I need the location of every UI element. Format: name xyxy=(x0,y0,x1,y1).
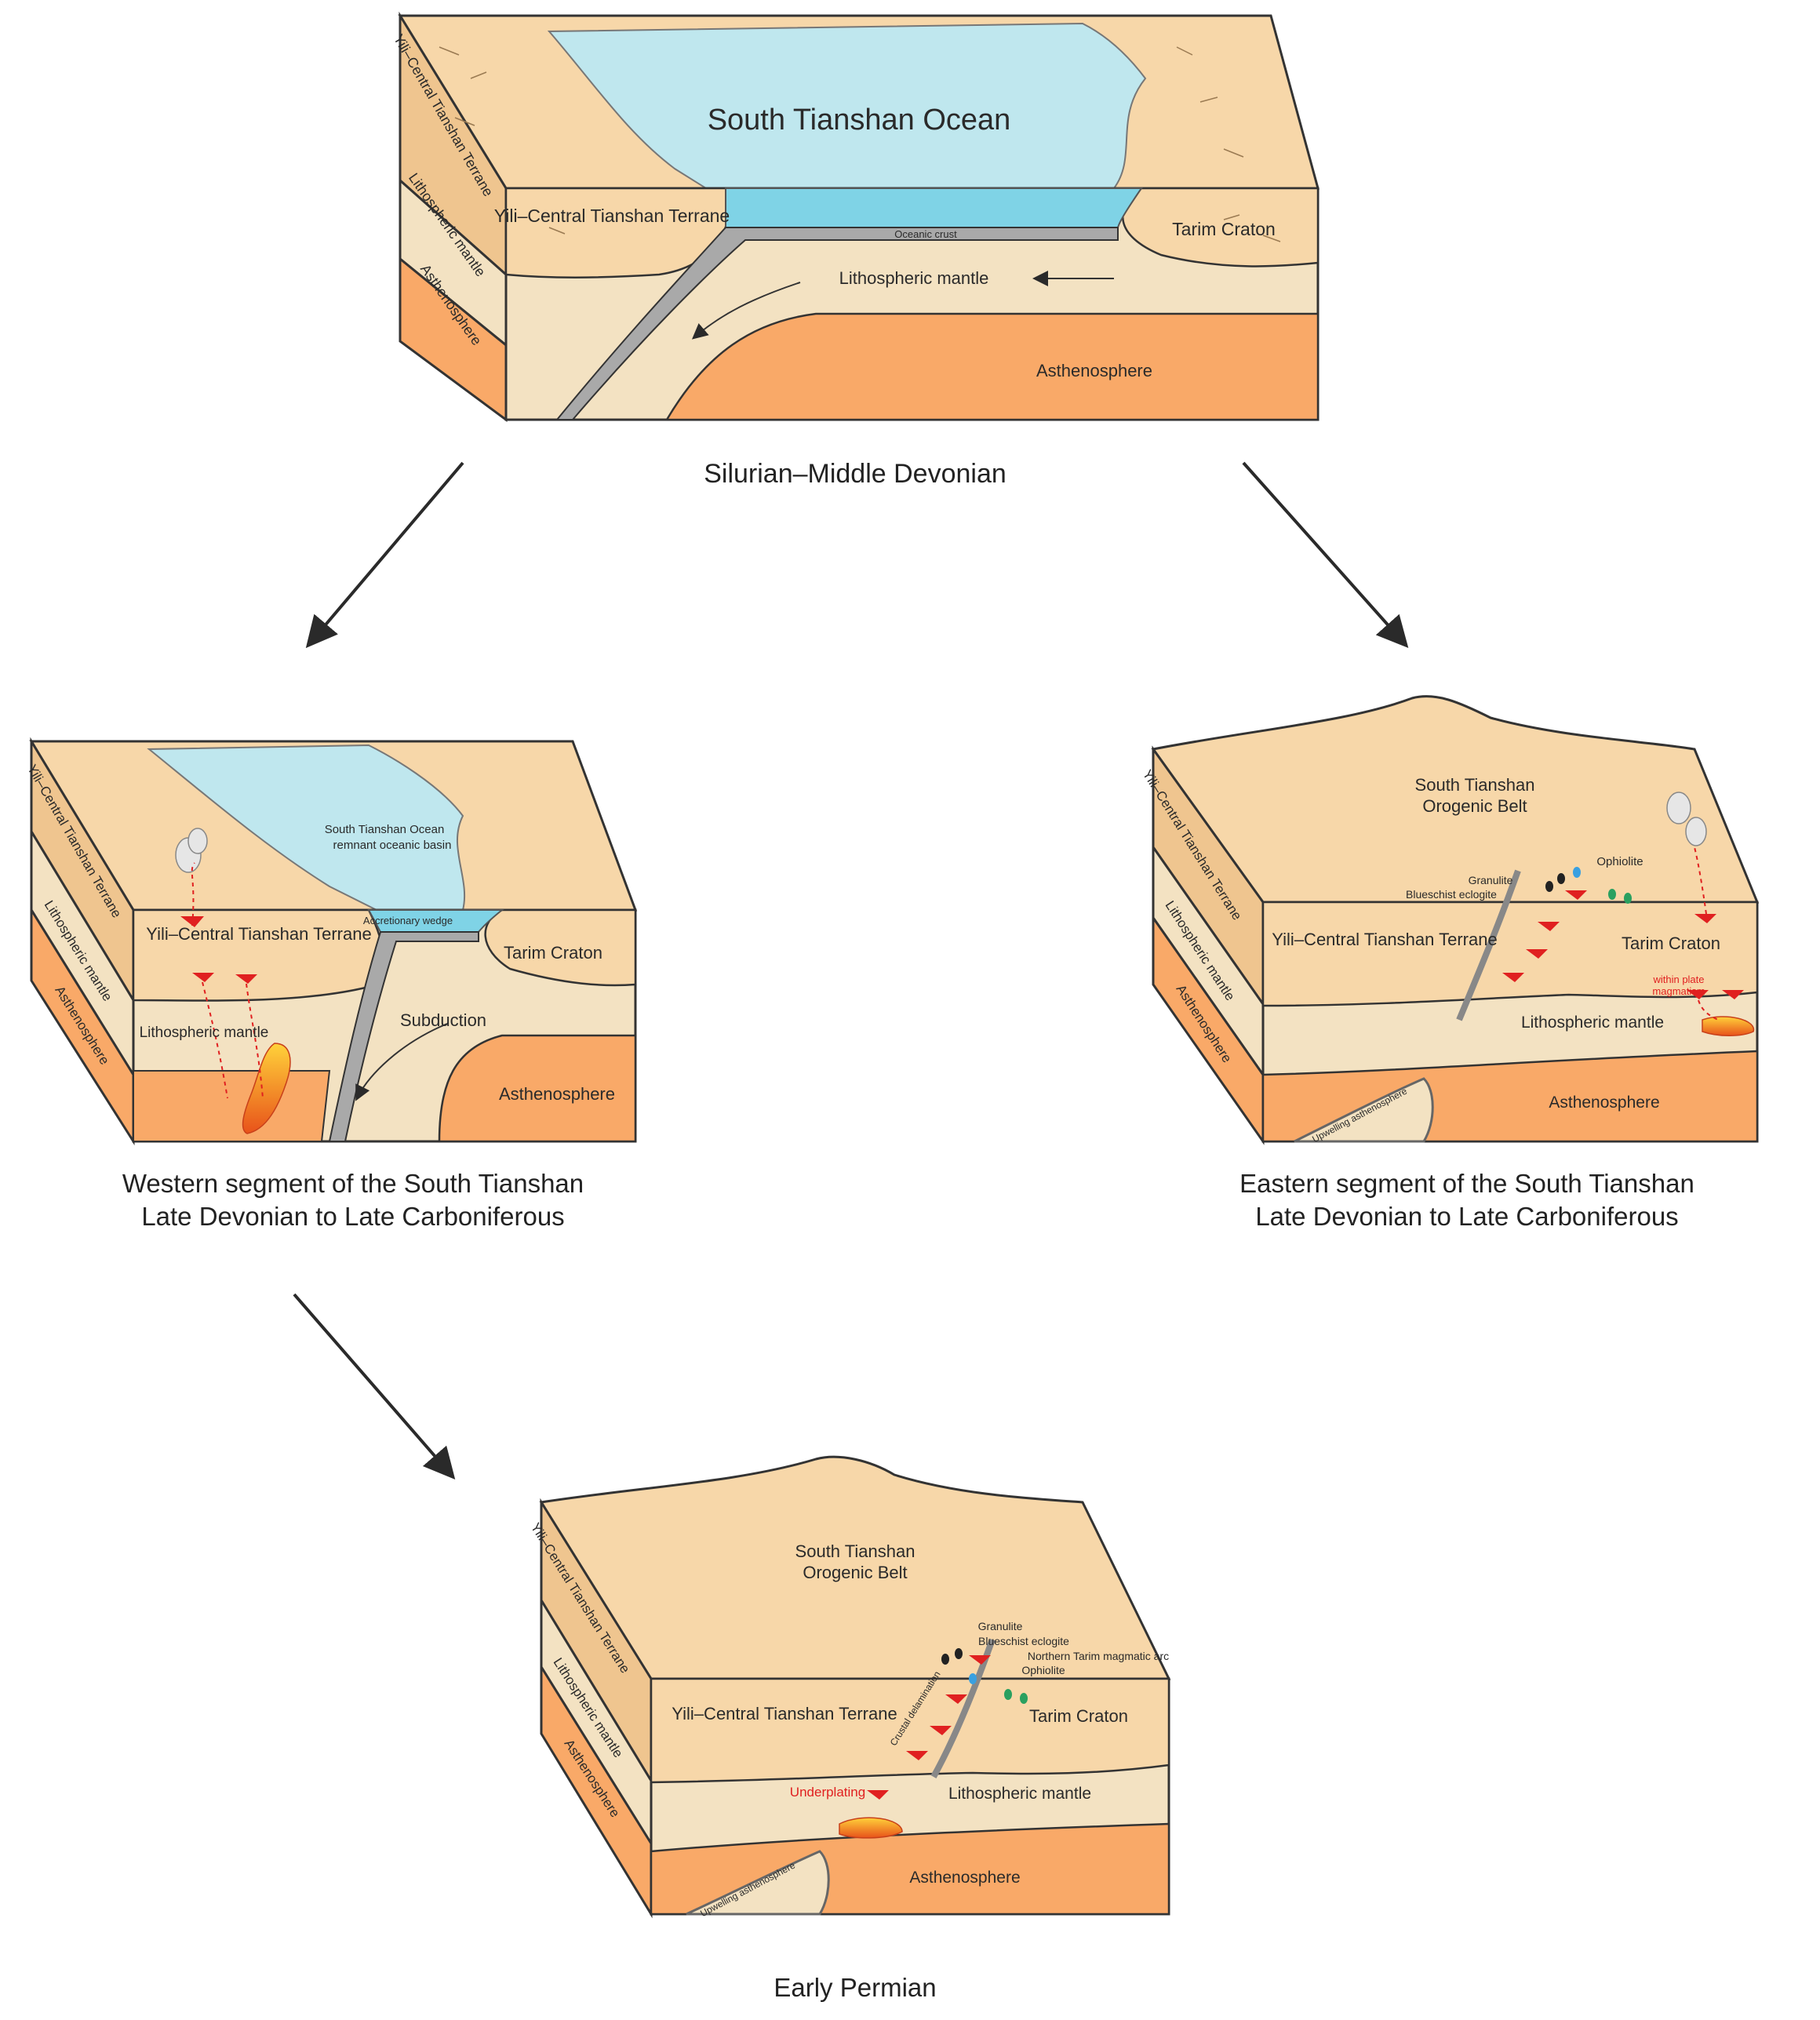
top-astheno-front xyxy=(664,312,1320,421)
west-astheno-left xyxy=(133,1070,331,1142)
bottom-litho-label: Lithospheric mantle xyxy=(948,1785,1091,1803)
west-subduction-label: Subduction xyxy=(400,1010,486,1030)
bottom-underplating-label: Underplating xyxy=(790,1785,865,1800)
bottom-block: South Tianshan Orogenic Belt Granulite B… xyxy=(528,1455,1171,1919)
west-astheno-label: Asthenosphere xyxy=(499,1084,615,1104)
east-block: South Tianshan Orogenic Belt Ophiolite G… xyxy=(1140,695,1760,1145)
top-caption: Silurian–Middle Devonian xyxy=(704,459,1006,489)
west-flow-arrow xyxy=(355,1023,448,1101)
west-magma-paths xyxy=(191,862,264,1099)
west-astheno-front xyxy=(438,1034,637,1143)
west-magma xyxy=(242,1043,291,1134)
west-litho-label: Lithospheric mantle xyxy=(140,1025,269,1041)
east-caption-2: Late Devonian to Late Carboniferous xyxy=(1255,1202,1678,1231)
top-ocean xyxy=(547,22,1147,189)
east-terrane-label: Yili–Central Tianshan Terrane xyxy=(1272,930,1497,949)
east-granulite-label: Granulite xyxy=(1469,874,1513,886)
bottom-craton-label: Tarim Craton xyxy=(1029,1706,1128,1726)
bottom-arc-label: Northern Tarim magmatic arc xyxy=(1028,1650,1169,1662)
east-astheno-label: Asthenosphere xyxy=(1549,1094,1659,1112)
west-wedge-label: Accretionary wedge xyxy=(363,915,453,926)
east-rock-bodies xyxy=(1545,867,1632,904)
east-withinplate-label-2: magmatism xyxy=(1652,985,1705,997)
west-basin-label-1: South Tianshan Ocean xyxy=(325,823,445,836)
west-terrane-label: Yili–Central Tianshan Terrane xyxy=(146,924,371,944)
east-withinplate-label-1: within plate xyxy=(1652,974,1704,985)
east-magma xyxy=(1702,1016,1754,1036)
east-ophiolite-label: Ophiolite xyxy=(1596,855,1643,868)
east-top-surface xyxy=(1151,695,1760,904)
bottom-belt-label-2: Orogenic Belt xyxy=(803,1563,907,1582)
bottom-rock-bodies xyxy=(941,1648,1028,1704)
east-belt-label-1: South Tianshan xyxy=(1415,775,1535,795)
west-ocean xyxy=(147,744,466,911)
top-terrane-label: Yili–Central Tianshan Terrane xyxy=(494,206,730,226)
arrow-west-to-bottom xyxy=(293,1293,456,1480)
east-plume xyxy=(1666,792,1707,846)
west-caption-2: Late Devonian to Late Carboniferous xyxy=(141,1202,564,1231)
west-craton-label: Tarim Craton xyxy=(504,943,602,963)
east-belt-label-2: Orogenic Belt xyxy=(1422,796,1527,816)
top-ocean-label: South Tianshan Ocean xyxy=(708,104,1011,136)
bottom-astheno-label: Asthenosphere xyxy=(909,1869,1020,1887)
west-slab xyxy=(328,931,479,1142)
east-magma-paths xyxy=(1694,846,1719,1021)
bottom-crust-front xyxy=(650,1677,1170,1784)
top-astheno-label: Asthenosphere xyxy=(1036,361,1152,380)
bottom-magma xyxy=(839,1817,903,1839)
top-ocean-front xyxy=(725,187,1143,228)
bottom-magma-chambers xyxy=(867,1655,991,1800)
east-blueschist-label: Blueschist eclogite xyxy=(1406,888,1497,901)
east-magma-chambers xyxy=(1502,890,1744,999)
west-caption-1: Western segment of the South Tianshan xyxy=(122,1169,584,1198)
top-flow-arrow-left xyxy=(691,282,801,340)
top-craton-label: Tarim Craton xyxy=(1172,219,1276,239)
bottom-belt-label-1: South Tianshan xyxy=(795,1541,915,1561)
east-litho-label: Lithospheric mantle xyxy=(1521,1014,1664,1032)
bottom-caption: Early Permian xyxy=(774,1973,936,2002)
top-texture xyxy=(439,46,1281,242)
top-block: South Tianshan Ocean Yili–Central Tiansh… xyxy=(391,11,1320,422)
bottom-top-surface xyxy=(539,1455,1171,1680)
east-caption-1: Eastern segment of the South Tianshan xyxy=(1239,1169,1694,1198)
bottom-blueschist-label: Blueschist eclogite xyxy=(978,1635,1069,1647)
east-crust-front xyxy=(1261,901,1759,1007)
bottom-terrane-label: Yili–Central Tianshan Terrane xyxy=(672,1704,897,1723)
top-crust-label: Oceanic crust xyxy=(894,228,957,240)
east-upwelling-slab xyxy=(1294,1077,1434,1143)
east-suture xyxy=(1456,869,1521,1021)
arrow-top-to-west xyxy=(305,461,464,649)
bottom-upwelling-slab xyxy=(686,1850,830,1916)
west-basin-label-2: remnant oceanic basin xyxy=(333,839,452,852)
bottom-ophiolite-label: Ophiolite xyxy=(1021,1664,1065,1676)
east-craton-label: Tarim Craton xyxy=(1622,934,1720,953)
top-litho-label: Lithospheric mantle xyxy=(839,268,989,288)
arrow-top-to-east xyxy=(1242,461,1409,648)
west-block: South Tianshan Ocean remnant oceanic bas… xyxy=(24,737,638,1146)
bottom-granulite-label: Granulite xyxy=(978,1620,1023,1632)
top-oceanic-crust xyxy=(555,227,1119,420)
